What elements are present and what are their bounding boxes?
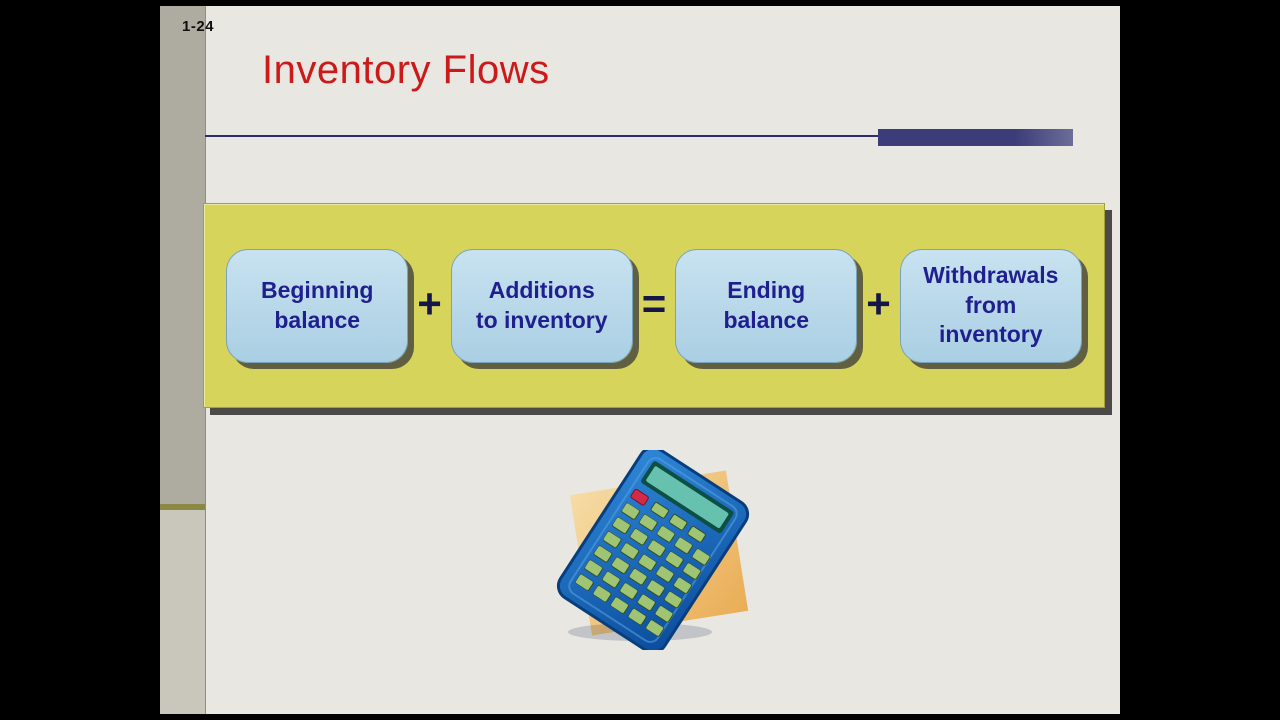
plus-operator-2: +: [866, 279, 891, 327]
title-accent-bar: [878, 129, 1073, 146]
calculator-illustration: [525, 446, 785, 654]
formula-box-withdrawals: Withdrawals from inventory: [899, 248, 1082, 363]
slide-title: Inventory Flows: [262, 48, 550, 92]
formula-box-additions: Additions to inventory: [450, 248, 633, 363]
plus-operator: +: [417, 279, 442, 327]
formula-panel: Beginning balance + Additions to invento…: [203, 203, 1105, 408]
title-underline: [205, 129, 1073, 146]
equals-operator: =: [641, 279, 667, 327]
page-number: 1-24: [182, 18, 215, 35]
slide: 1-24 Inventory Flows Beginning balance +…: [160, 6, 1120, 714]
formula-box-ending-balance: Ending balance: [675, 248, 858, 363]
formula-box-beginning-balance: Beginning balance: [226, 248, 409, 363]
slide-left-margin: [160, 6, 206, 714]
calculator-icon: [556, 446, 750, 654]
